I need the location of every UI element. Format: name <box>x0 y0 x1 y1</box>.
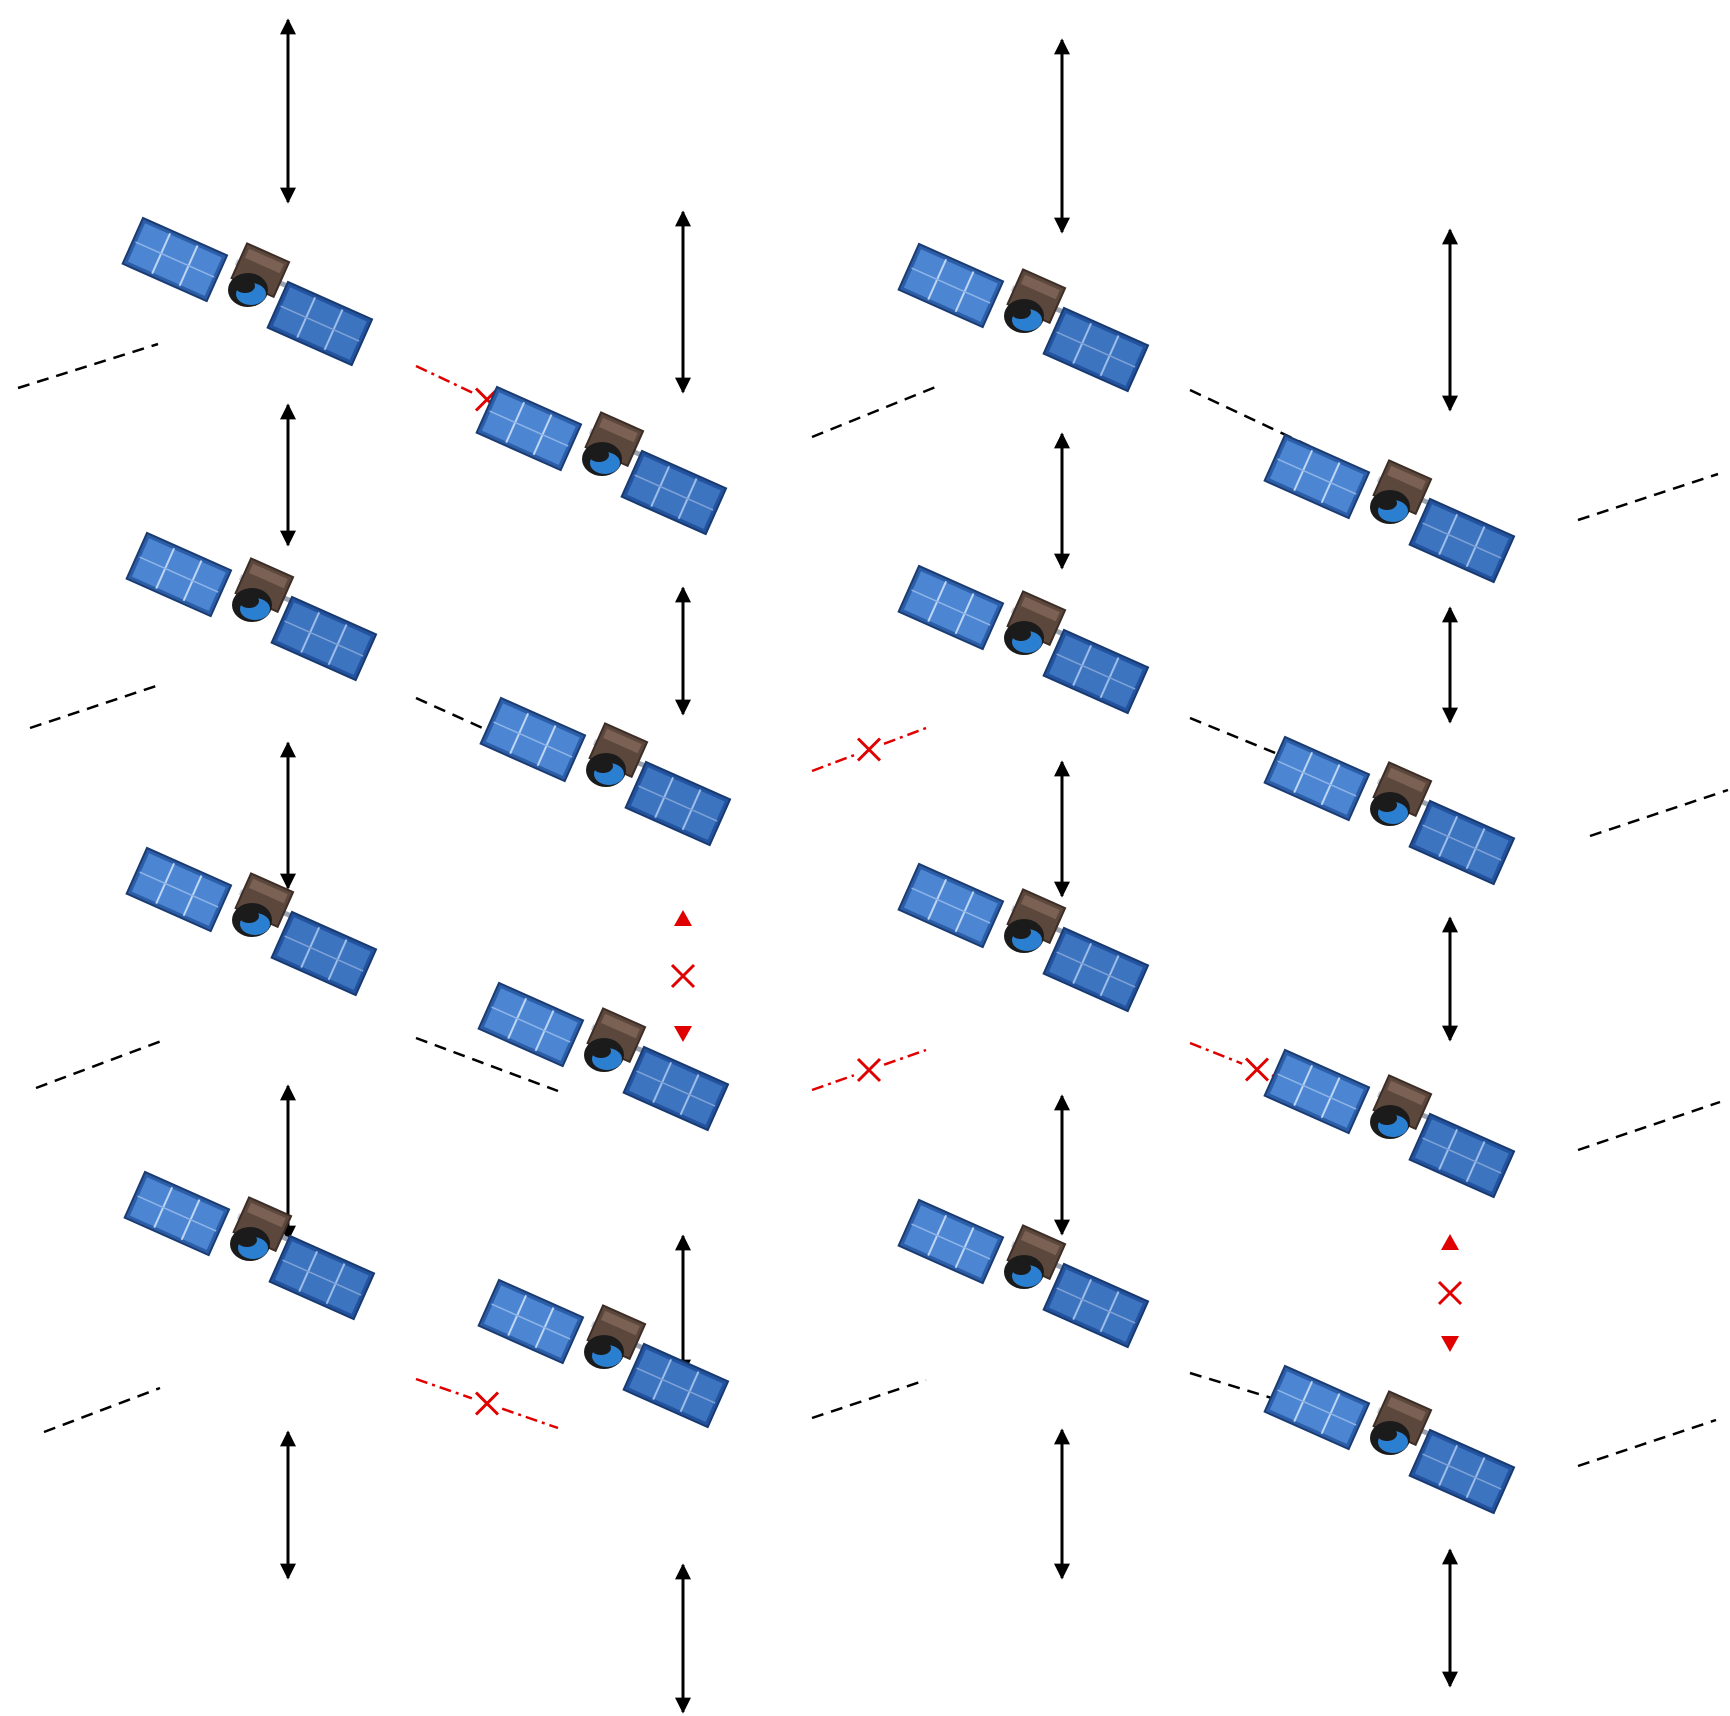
active-link <box>1577 472 1719 522</box>
broken-link-x-icon <box>856 737 882 762</box>
active-link <box>35 1038 165 1090</box>
active-link <box>29 682 163 730</box>
active-link <box>811 384 939 439</box>
satellite-icon <box>1265 737 1514 884</box>
satellite-icon <box>125 1172 374 1319</box>
red-arrowhead-down-icon <box>674 1026 692 1042</box>
satellite-icon <box>1265 435 1514 582</box>
broken-link <box>883 726 927 746</box>
broken-link <box>811 1074 855 1092</box>
red-arrowhead-up-icon <box>1441 1234 1459 1250</box>
red-arrowhead-up-icon <box>674 910 692 926</box>
satellite-icon <box>479 1280 728 1427</box>
satellite-icon <box>1265 1366 1514 1513</box>
broken-link <box>415 1377 473 1400</box>
broken-link <box>1189 1041 1243 1065</box>
satellite-icon <box>481 698 730 845</box>
satellite-icon <box>479 983 728 1130</box>
broken-link <box>811 753 855 773</box>
satellite-icon <box>477 387 726 534</box>
broken-link <box>501 1407 559 1430</box>
active-link <box>1589 788 1729 838</box>
active-link <box>1577 1418 1717 1468</box>
satellite-icon <box>1265 1050 1514 1197</box>
active-link <box>17 342 159 390</box>
active-link <box>1189 1371 1325 1416</box>
broken-link-x-icon <box>474 1391 500 1416</box>
satellite-icon <box>123 218 372 365</box>
satellite-icon <box>899 1200 1148 1347</box>
broken-link-x-icon <box>1244 1057 1270 1082</box>
broken-link <box>415 364 474 394</box>
satellite-icon <box>127 848 376 995</box>
red-arrowhead-down-icon <box>1441 1336 1459 1352</box>
broken-link-x-icon <box>856 1057 882 1083</box>
active-link <box>415 1036 559 1093</box>
satellite-icon <box>899 566 1148 713</box>
broken-link <box>883 1048 927 1066</box>
active-link <box>43 1386 161 1434</box>
broken-link-x-icon <box>1437 1280 1463 1306</box>
active-link <box>811 1378 927 1420</box>
broken-link-x-icon <box>670 963 696 989</box>
satellite-icon <box>899 864 1148 1011</box>
active-link <box>1577 1100 1721 1152</box>
satellite-icon <box>899 244 1148 391</box>
satellite-icon <box>127 533 376 680</box>
